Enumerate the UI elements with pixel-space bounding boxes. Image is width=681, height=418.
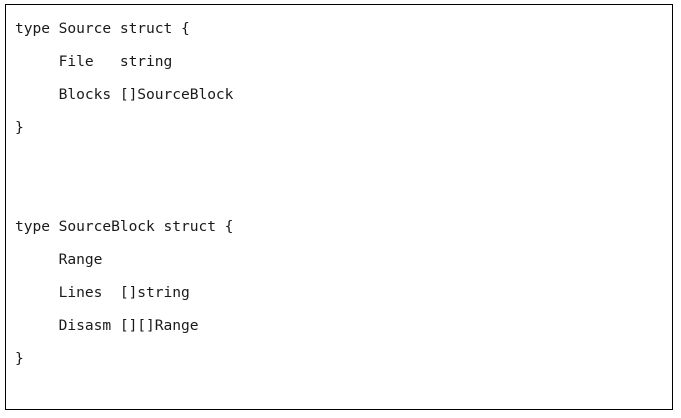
code-line-blank — [15, 144, 670, 177]
code-block-container: type Source struct { File string Blocks … — [5, 4, 673, 410]
code-line-blank — [15, 177, 670, 210]
code-line: type Source struct { — [15, 20, 190, 37]
code-line-blank — [15, 375, 670, 408]
code-line: } — [15, 350, 24, 367]
code-line: Lines []string — [15, 284, 190, 301]
code-line-blank — [15, 408, 670, 409]
code-line: } — [15, 119, 24, 136]
code-listing[interactable]: type Source struct { File string Blocks … — [15, 12, 670, 409]
code-line: File string — [15, 53, 173, 70]
code-line: Blocks []SourceBlock — [15, 86, 234, 103]
code-line: Range — [15, 251, 103, 268]
code-line: type SourceBlock struct { — [15, 218, 234, 235]
code-line: Disasm [][]Range — [15, 317, 199, 334]
